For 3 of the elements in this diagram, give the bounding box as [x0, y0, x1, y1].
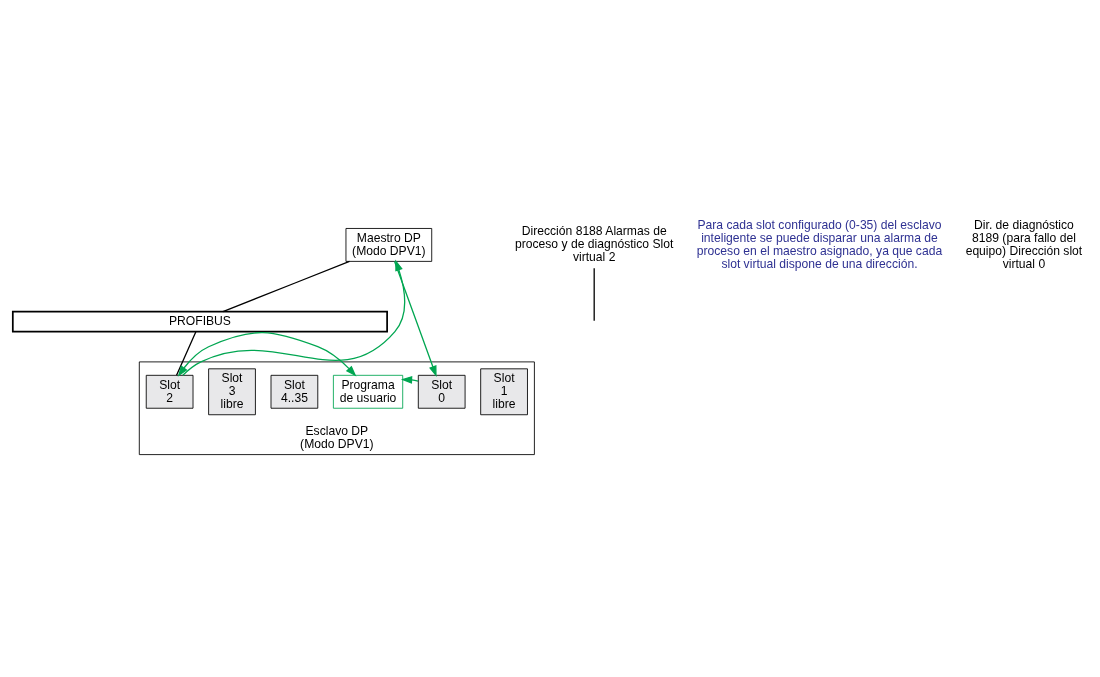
node-text: Dirección 8188 Alarmas de proceso y de diagnóstico Slot virtual 2 — [514, 224, 674, 265]
label: Para cada slot configurado (0-35) del esclavo inteligente se puede disparar una alarma de proceso en el maestro asignado, ya que cada slot virtual dispone de una dirección. — [696, 217, 943, 271]
label: Dir. de diagnóstico 8189 (para fallo del equipo) Dirección slot virtual 0 — [965, 217, 1083, 271]
